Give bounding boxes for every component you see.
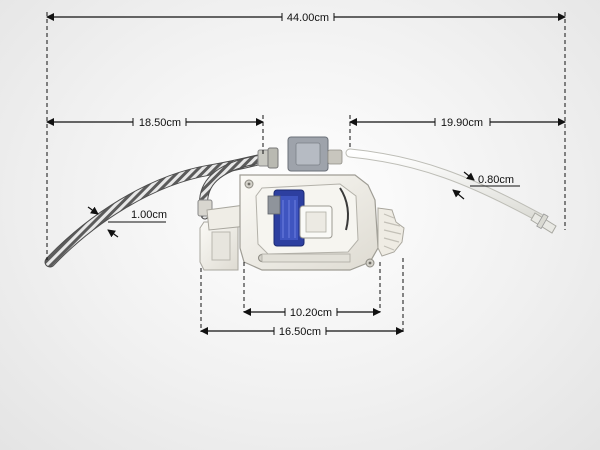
- braided-inlet-hose: [44, 147, 279, 268]
- drive-gear: [377, 207, 405, 257]
- label-inner-body-width: 10.20cm: [290, 307, 332, 319]
- label-right-hose-diameter: 0.80cm: [478, 174, 514, 186]
- dim-overall-width: 44.00cm: [46, 12, 566, 24]
- label-outer-body-width: 16.50cm: [279, 326, 321, 338]
- label-left-hose-length: 18.50cm: [139, 117, 181, 129]
- label-left-hose-diameter: 1.00cm: [131, 209, 167, 221]
- white-drain-tube: [345, 148, 557, 234]
- main-housing: [239, 136, 379, 271]
- label-overall-width: 44.00cm: [287, 12, 329, 24]
- dim-right-hose-diameter: 0.80cm: [452, 171, 520, 200]
- dim-left-hose-diameter: 1.00cm: [87, 206, 167, 238]
- left-bracket: [199, 204, 248, 271]
- label-right-hose-length: 19.90cm: [441, 117, 483, 129]
- dim-right-hose-length: 19.90cm: [349, 117, 566, 129]
- pump-assembly: [44, 136, 557, 271]
- dim-inner-body-width: 10.20cm: [243, 307, 381, 319]
- dim-outer-body-width: 16.50cm: [200, 326, 404, 338]
- dim-left-hose-length: 18.50cm: [46, 117, 264, 129]
- extension-lines: [46, 12, 566, 332]
- dimension-overlay: 44.00cm 18.50cm 19.90cm 0.80cm: [46, 12, 566, 338]
